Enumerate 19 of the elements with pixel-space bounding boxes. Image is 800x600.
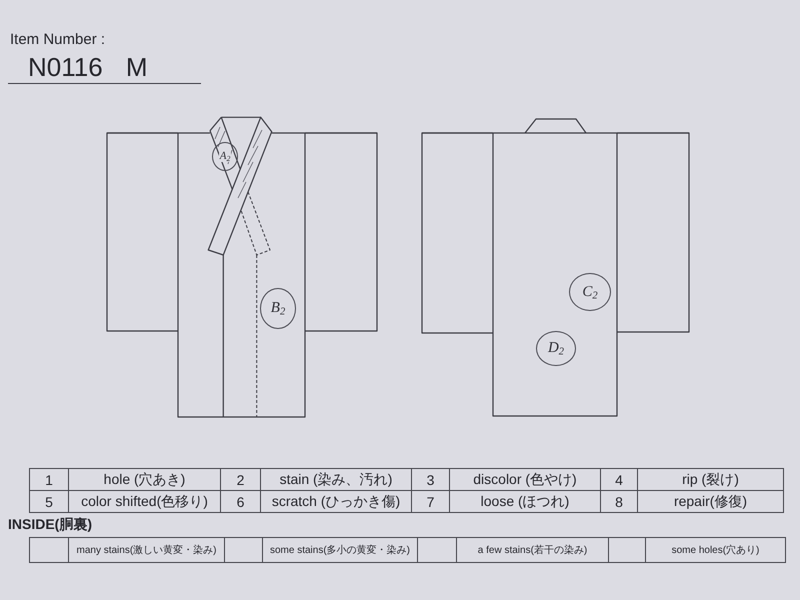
table-cell: many stains(激しい黄変・染み)	[68, 537, 225, 563]
damage-code: C$_{2}$	[581, 284, 599, 300]
field-label: Item Number :	[10, 31, 106, 48]
damage-code: B$_{2}$	[270, 301, 286, 316]
section-heading: INSIDE(胴裏)	[8, 516, 92, 534]
damage-code: D$_{2}$	[546, 341, 566, 356]
table-cell: some holes(穴あり)	[645, 537, 786, 563]
hand-drawn-circle	[260, 288, 296, 329]
fill-in-line: N0116 M	[8, 52, 201, 84]
hand-drawn-circle	[536, 331, 576, 366]
hand-drawn-circle	[212, 142, 238, 171]
hand-drawn-circle	[569, 273, 611, 311]
table-cell: rip (裂け)	[637, 468, 784, 491]
table-cell: 1	[29, 468, 69, 491]
damage-code: A$_{2}$	[218, 151, 232, 162]
table-cell: a few stains(若干の染み)	[456, 537, 609, 563]
table-cell: some stains(多小の黄変・染み)	[262, 537, 418, 563]
table-cell: 5	[29, 490, 69, 513]
table-cell: repair(修復)	[637, 490, 784, 513]
